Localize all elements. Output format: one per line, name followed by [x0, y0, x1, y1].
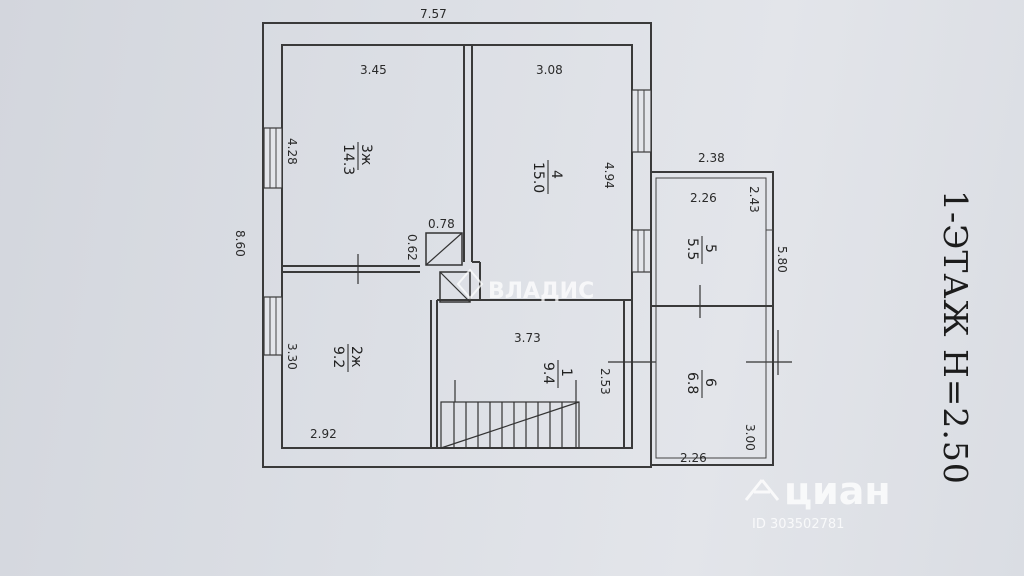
dim-annex-width: 2.38	[698, 151, 725, 165]
dim-room1-height: 2.53	[598, 368, 612, 395]
svg-text:9.2: 9.2	[330, 346, 346, 368]
svg-text:9.4: 9.4	[540, 362, 556, 384]
cian-watermark: циан ID 303502781	[744, 469, 891, 532]
dim-room6-height: 3.00	[743, 424, 757, 451]
vladis-logo-icon	[456, 268, 484, 300]
dim-room4-height: 4.94	[602, 162, 616, 189]
dim-closet-height: 0.62	[405, 234, 419, 261]
room-1-label: 1 9.4	[540, 360, 574, 388]
svg-text:ВЛАДИС: ВЛАДИС	[488, 279, 594, 304]
dim-room3-height: 4.28	[285, 138, 299, 165]
dim-annex-height: 5.80	[775, 246, 789, 273]
room-6-label: 6 6.8	[684, 370, 718, 398]
vladis-watermark: ВЛАДИС	[456, 268, 594, 304]
dim-room4-width: 3.08	[536, 63, 563, 77]
window-left-upper	[263, 127, 283, 189]
dim-total-height: 8.60	[233, 230, 247, 257]
room-4-label: 4 15.0	[530, 160, 564, 194]
dim-room1-width: 3.73	[514, 331, 541, 345]
svg-text:3ж: 3ж	[358, 144, 374, 166]
svg-text:4: 4	[548, 170, 564, 179]
cian-logo-icon	[744, 479, 780, 501]
vent-shaft	[439, 271, 471, 303]
room-5-label: 5 5.5	[684, 236, 718, 264]
closet	[425, 232, 463, 266]
dim-total-width: 7.57	[420, 7, 447, 21]
dim-room2-height: 3.30	[285, 343, 299, 370]
svg-text:6: 6	[702, 378, 718, 387]
dim-room5-width: 2.26	[690, 191, 717, 205]
svg-text:6.8: 6.8	[684, 372, 700, 394]
annex-outer-wall	[650, 171, 774, 466]
dim-closet-width: 0.78	[428, 217, 455, 231]
dim-room3-width: 3.45	[360, 63, 387, 77]
window-left-lower	[263, 296, 283, 356]
svg-text:15.0: 15.0	[530, 162, 546, 193]
room-3-label: 3ж 14.3	[340, 142, 374, 175]
svg-text:ID 303502781: ID 303502781	[752, 517, 844, 532]
door-marks	[357, 254, 792, 375]
window-right-upper	[631, 89, 652, 153]
svg-text:14.3: 14.3	[340, 144, 356, 175]
svg-text:5: 5	[702, 244, 718, 253]
svg-text:2ж: 2ж	[348, 346, 364, 368]
inner-wall-outline	[281, 44, 633, 449]
svg-text:5.5: 5.5	[684, 238, 700, 260]
window-right-lower	[631, 229, 652, 273]
dim-room2-width: 2.92	[310, 427, 337, 441]
svg-text:циан: циан	[784, 469, 891, 513]
dim-room6-width: 2.26	[680, 451, 707, 465]
dim-room5-height: 2.43	[747, 186, 761, 213]
room-2-label: 2ж 9.2	[330, 344, 364, 372]
outer-wall	[262, 22, 652, 468]
staircase	[440, 380, 580, 449]
svg-text:1: 1	[558, 368, 574, 377]
annex-inner-wall	[655, 177, 767, 459]
floor-title: 1-ЭТАЖ Н=2.50	[936, 190, 975, 485]
